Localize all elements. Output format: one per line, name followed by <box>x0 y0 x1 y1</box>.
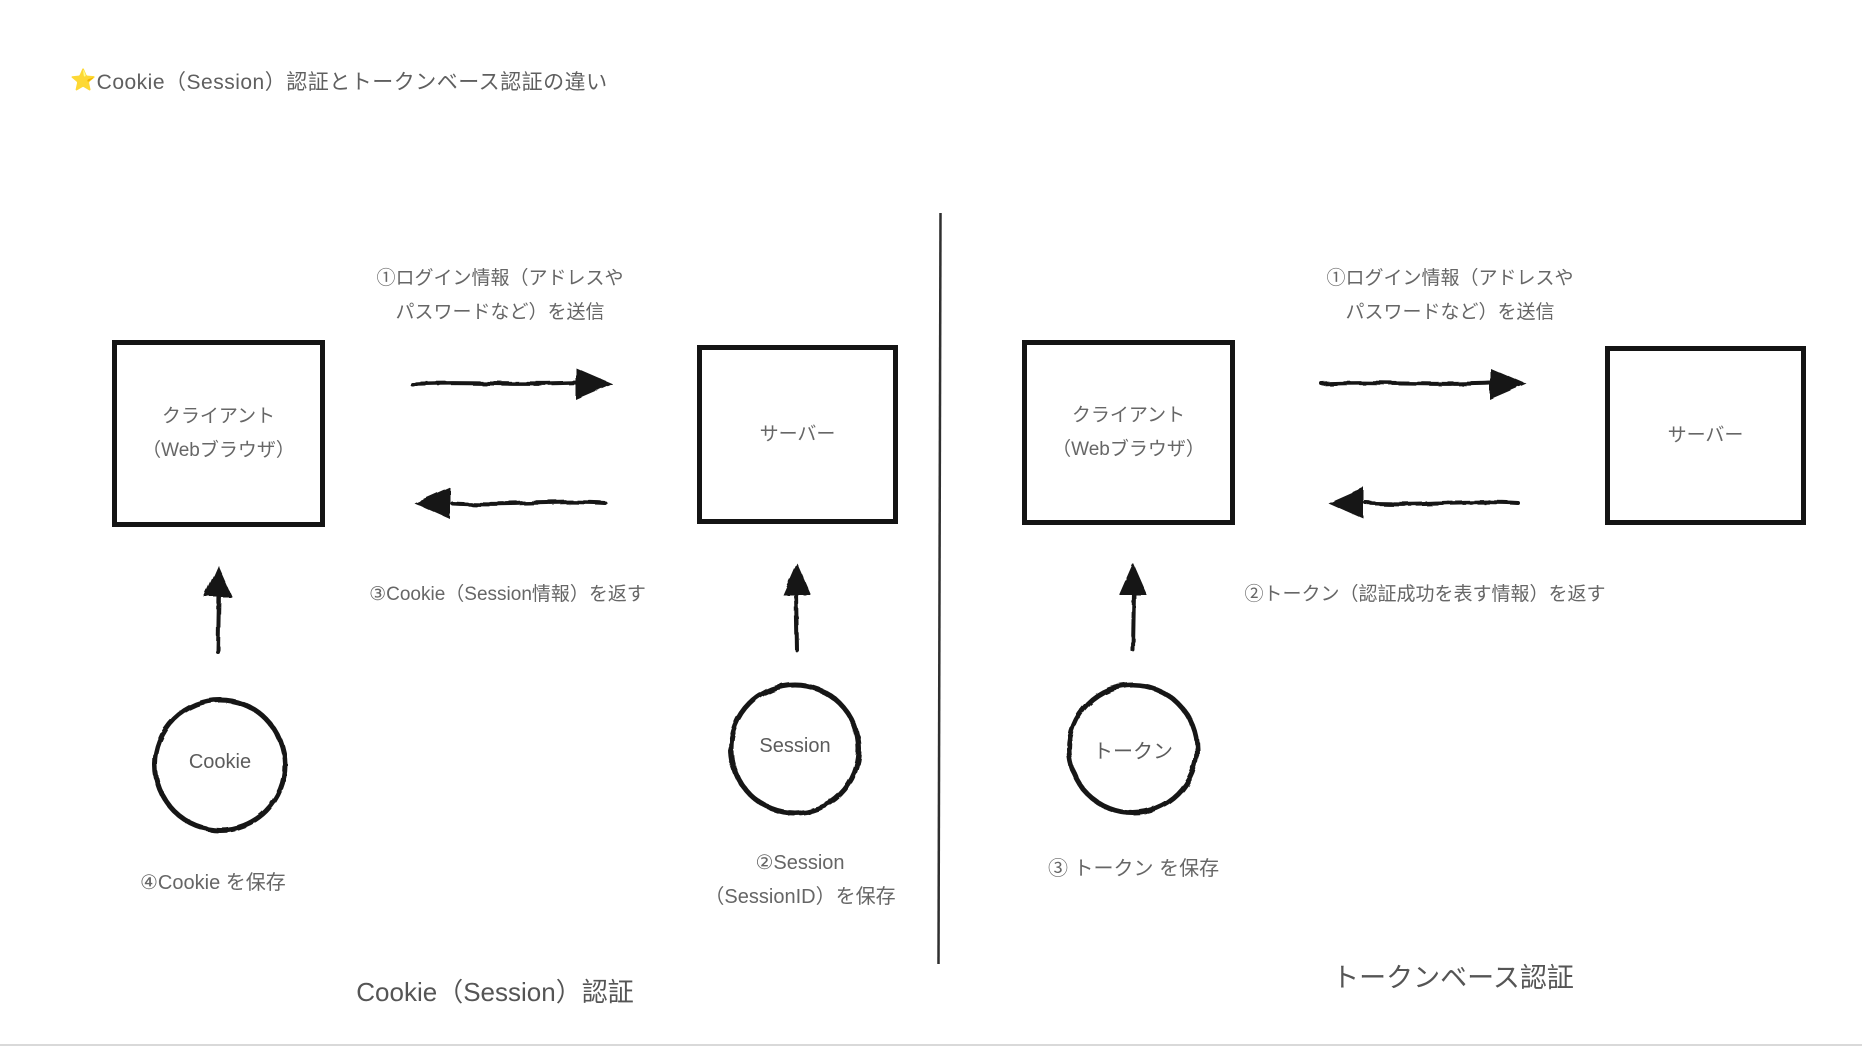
client-box-cookie: クライアント （Webブラウザ） <box>112 340 325 527</box>
arrow-login-token <box>1320 368 1527 400</box>
save-token-label: ③ トークン を保存 <box>1048 858 1220 880</box>
login-arrow-label-cookie: ①ログイン情報（アドレスや パスワードなど）を送信 <box>330 262 670 330</box>
arrow-save-session <box>783 563 811 652</box>
client-box-cookie-line1: クライアント <box>161 406 276 428</box>
page-title-text: Cookie（Session）認証とトークンベース認証の違い <box>96 71 608 94</box>
save-session-label-line1: ②Session <box>755 852 845 874</box>
save-session-label-line2: （SessionID）を保存 <box>704 886 896 908</box>
login-arrow-label-token-line2: パスワードなど）を送信 <box>1345 301 1555 323</box>
save-cookie-label: ④Cookie を保存 <box>140 872 286 894</box>
server-box-token: サーバー <box>1605 346 1806 525</box>
client-box-token-line2: （Webブラウザ） <box>1052 438 1205 460</box>
caption-token-auth: トークンベース認証 <box>1332 963 1574 993</box>
server-box-cookie-label: サーバー <box>759 423 836 445</box>
cookie-node-label: Cookie <box>188 751 252 773</box>
client-box-cookie-line2: （Webブラウザ） <box>142 439 295 461</box>
save-session-label: ②Session （SessionID）を保存 <box>690 846 910 914</box>
circle-session <box>728 682 862 816</box>
circle-cookie <box>152 697 288 833</box>
session-node-label: Session <box>759 735 831 757</box>
return-arrow-label-token: ②トークン（認証成功を表す情報）を返す <box>1244 584 1606 605</box>
arrow-return-token <box>1328 487 1520 519</box>
return-arrow-label-cookie: ③Cookie（Session情報）を返す <box>369 584 646 605</box>
panel-divider <box>937 212 942 965</box>
circle-token <box>1066 682 1200 816</box>
arrow-save-token <box>1119 563 1147 652</box>
server-box-cookie: サーバー <box>697 345 898 524</box>
token-node-label: トークン <box>1093 741 1173 763</box>
login-arrow-label-token: ①ログイン情報（アドレスや パスワードなど）を送信 <box>1280 262 1620 330</box>
server-box-token-label: サーバー <box>1667 424 1744 446</box>
caption-cookie-auth: Cookie（Session）認証 <box>356 977 634 1007</box>
login-arrow-label-cookie-line1: ①ログイン情報（アドレスや <box>376 268 624 289</box>
login-arrow-label-cookie-line2: パスワードなど）を送信 <box>395 301 605 323</box>
login-arrow-label-token-line1: ①ログイン情報（アドレスや <box>1326 268 1574 289</box>
star-icon: ⭐ <box>70 69 97 92</box>
arrow-return-cookie <box>414 487 607 519</box>
arrow-login-cookie <box>410 368 613 400</box>
page-title: ⭐Cookie（Session）認証とトークンベース認証の違い <box>70 66 608 96</box>
client-box-token: クライアント （Webブラウザ） <box>1022 340 1235 525</box>
client-box-token-line1: クライアント <box>1071 405 1186 427</box>
arrow-save-cookie <box>204 565 232 654</box>
